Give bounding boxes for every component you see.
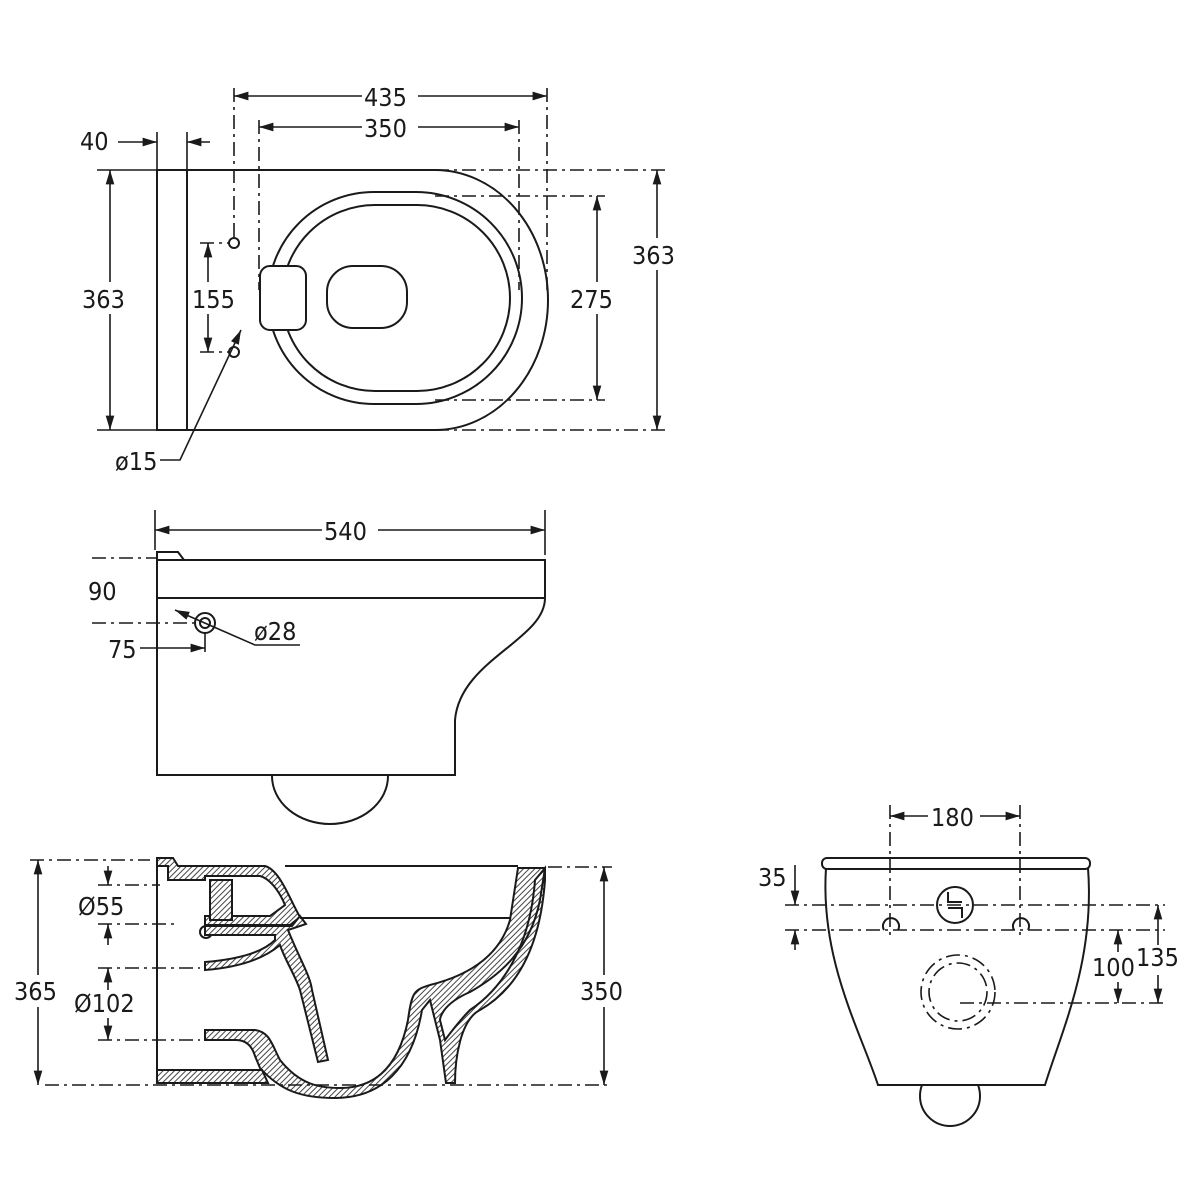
hinge: [259, 265, 307, 331]
bowl-opening: [326, 265, 408, 329]
inlet-spigot: [209, 879, 233, 921]
dim-275: 275: [570, 285, 613, 314]
dim-365: 365: [14, 977, 57, 1006]
fixing-holes: [882, 917, 1030, 931]
dim-100: 100: [1092, 953, 1135, 982]
dim-inlet-55: Ø55: [78, 892, 124, 921]
dim-180: 180: [931, 803, 974, 832]
dim-350: 350: [364, 114, 407, 143]
dim-435: 435: [364, 83, 407, 112]
rear-view: 180 35 100 135: [758, 800, 1184, 1127]
dim-90: 90: [88, 577, 117, 606]
bowl-outline: [156, 169, 549, 431]
dim-40: 40: [80, 127, 109, 156]
base-section: [156, 1069, 270, 1084]
dim-inlet-dia: ø28: [254, 617, 296, 646]
seat-edge: [821, 857, 1091, 870]
dim-outlet-102: Ø102: [74, 989, 135, 1018]
outlet-hole: [920, 954, 996, 1030]
top-view: 435 350 40 363 155 363 275 ø15: [80, 80, 684, 476]
dim-35: 35: [758, 863, 787, 892]
section-view: 365 350 Ø55 Ø102: [12, 857, 630, 1100]
trap-section: [204, 914, 330, 1064]
inlet-hole: [936, 886, 974, 924]
rear-outline: [824, 867, 1090, 1086]
side-view: 540 90 75 ø28: [88, 510, 546, 825]
dim-75: 75: [108, 635, 137, 664]
dim-155: 155: [192, 285, 235, 314]
dim-363-left: 363: [82, 285, 125, 314]
bowl-section: [204, 865, 547, 1100]
dim-363-right: 363: [632, 241, 675, 270]
dim-hole-dia: ø15: [115, 447, 157, 476]
dim-135: 135: [1136, 943, 1179, 972]
rim-section: [156, 857, 302, 926]
dim-350-section: 350: [580, 977, 623, 1006]
inlet-inner: [199, 617, 211, 629]
side-outline: [156, 551, 546, 776]
dim-540: 540: [324, 517, 367, 546]
